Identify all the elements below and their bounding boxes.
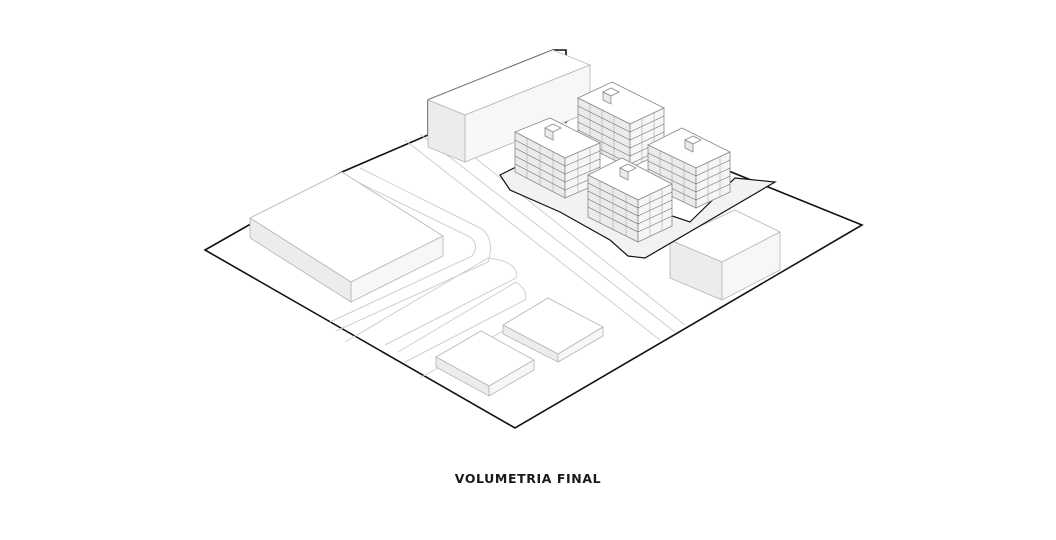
block-south (435, 330, 535, 397)
site-boundary (203, 49, 864, 429)
rooftop-equipment (544, 87, 702, 181)
drawing-caption: VOLUMETRIA FINAL (454, 471, 602, 486)
road-network (329, 125, 686, 379)
block-north (426, 49, 592, 163)
block-south-east (502, 297, 604, 363)
block-east (669, 209, 781, 301)
tower-d (587, 157, 673, 243)
block-west (249, 171, 444, 303)
